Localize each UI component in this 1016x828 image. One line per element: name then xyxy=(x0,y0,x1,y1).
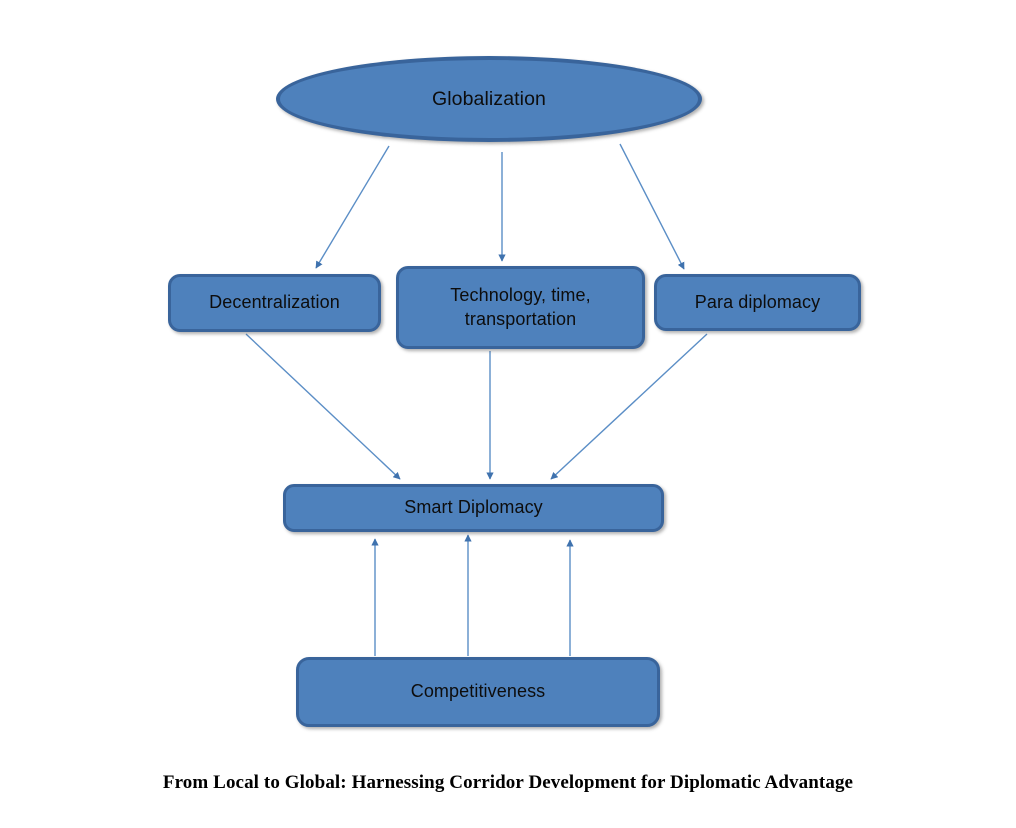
node-decentralization[interactable]: Decentralization xyxy=(168,274,381,332)
node-para-diplomacy-label: Para diplomacy xyxy=(694,291,821,312)
edge-decentralization-smart-diplomacy xyxy=(245,333,401,480)
node-competitiveness[interactable]: Competitiveness xyxy=(296,657,660,727)
diagram-caption: From Local to Global: Harnessing Corrido… xyxy=(162,772,854,793)
node-smart-diplomacy[interactable]: Smart Diplomacy xyxy=(283,484,664,532)
node-technology-label: Technology, time, transportation xyxy=(440,284,600,330)
node-para-diplomacy[interactable]: Para diplomacy xyxy=(654,274,861,331)
edge-globalization-para-diplomacy xyxy=(619,143,685,270)
node-technology-label-line2: transportation xyxy=(464,308,577,329)
node-technology[interactable]: Technology, time, transportation xyxy=(396,266,645,349)
node-technology-label-line1: Technology, time, xyxy=(450,285,591,306)
edge-globalization-decentralization xyxy=(315,145,390,269)
node-globalization[interactable]: Globalization xyxy=(276,56,702,142)
node-decentralization-label: Decentralization xyxy=(209,292,340,313)
edge-para-diplomacy-smart-diplomacy xyxy=(550,333,708,480)
node-smart-diplomacy-label: Smart Diplomacy xyxy=(404,497,543,518)
node-competitiveness-label: Competitiveness xyxy=(410,681,546,702)
node-globalization-label: Globalization xyxy=(431,87,547,110)
